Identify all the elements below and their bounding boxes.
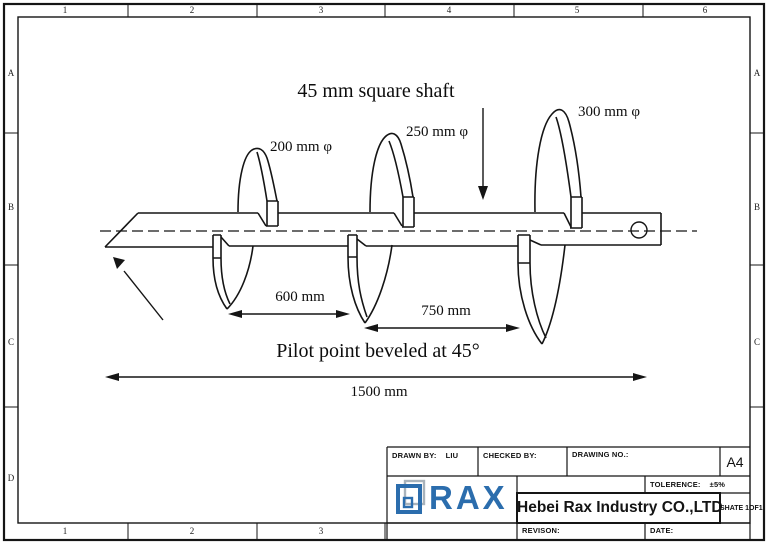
zone-label: D [7, 473, 15, 483]
flight-250-label: 250 mm φ [406, 124, 468, 140]
pilot-pointer-line [123, 270, 164, 321]
sheet-number: SHATE 1OF1 [720, 505, 763, 512]
flight-300-label: 300 mm φ [578, 104, 640, 120]
shaft-outline [104, 212, 662, 248]
zone-label: A [753, 68, 761, 78]
zone-label: 2 [189, 526, 195, 536]
zone-label: 5 [574, 5, 580, 15]
pilot-note: Pilot point beveled at 45° [276, 340, 480, 362]
title-block-grid [386, 446, 751, 540]
tolerance-cell: TOLERENCE: ±5% [650, 480, 725, 489]
zone-label: 1 [62, 526, 68, 536]
checked-by-label: CHECKED BY: [483, 451, 537, 460]
dim-1500-label: 1500 mm [350, 384, 408, 400]
zone-label: 3 [318, 5, 324, 15]
drawn-by-label: DRAWN BY: [392, 451, 437, 460]
zone-ticks [4, 4, 764, 540]
zone-label: A [7, 68, 15, 78]
dimension-arrows [118, 108, 634, 378]
drawn-by-value: LIU [445, 451, 459, 460]
paper-size: A4 [726, 454, 744, 470]
date-label: DATE: [650, 526, 674, 535]
zone-label: 4 [446, 5, 452, 15]
zone-label: 3 [318, 526, 324, 536]
flight-200 [212, 147, 279, 310]
zone-label: 6 [702, 5, 708, 15]
company-name: Hebei Rax Industry CO.,LTD [517, 499, 723, 516]
tolerance-label: TOLERENCE: [650, 480, 701, 489]
zone-label: C [753, 337, 761, 347]
zone-label: B [7, 202, 15, 212]
revision-label: REVISON: [522, 526, 560, 535]
rax-logo-icon [396, 479, 426, 514]
dim-600-label: 600 mm [275, 289, 325, 305]
shaft-hole [630, 221, 648, 239]
shaft-note: 45 mm square shaft [297, 80, 455, 102]
zone-label: 1 [62, 5, 68, 15]
zone-label: C [7, 337, 15, 347]
auger-drawing [100, 108, 697, 381]
drawing-no-label: DRAWING NO.: [572, 450, 629, 459]
zone-label: 2 [189, 5, 195, 15]
arrowheads [105, 186, 647, 381]
zone-label: B [753, 202, 761, 212]
drawn-by-cell: DRAWN BY: LIU [392, 451, 458, 460]
flight-250 [347, 132, 415, 324]
flight-300 [517, 108, 583, 345]
flight-200-label: 200 mm φ [270, 139, 332, 155]
tolerance-value: ±5% [709, 480, 726, 489]
dim-750-label: 750 mm [421, 303, 471, 319]
rax-logo-text: RAX [429, 479, 508, 516]
